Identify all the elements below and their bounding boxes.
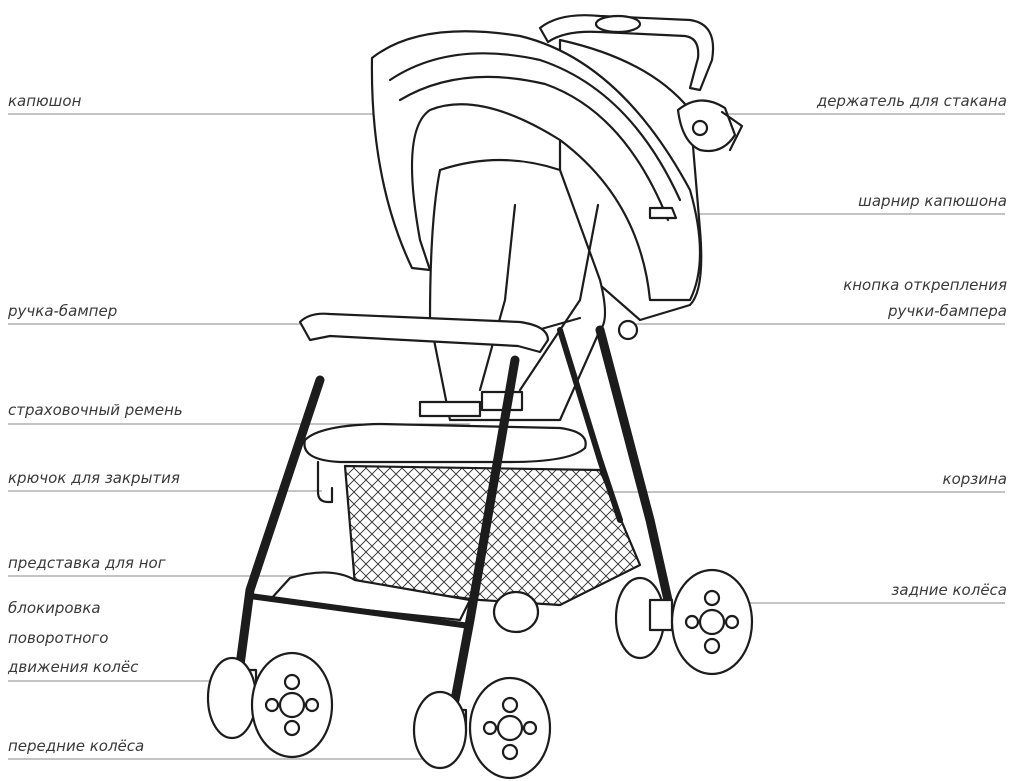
label-folding-hook: крючок для закрытия: [8, 467, 180, 489]
label-cup-holder: держатель для стакана: [817, 90, 1007, 112]
stroller-drawing: [208, 15, 752, 778]
label-bumper: ручка-бампер: [8, 300, 117, 322]
label-safety-belt: страховочный ремень: [8, 399, 183, 421]
label-swivel-lock-line-2: поворотного: [8, 627, 108, 649]
front-wheel-left: [208, 653, 332, 757]
label-front-wheels: передние колёса: [8, 735, 144, 757]
bumper-release-drawing: [619, 321, 637, 339]
label-swivel-lock-line-3: движения колёс: [8, 656, 138, 678]
label-rear-wheels: задние колёса: [891, 579, 1007, 601]
label-bumper-release-line-1: кнопка открепления: [843, 274, 1007, 296]
label-bumper-release-line-2: ручки-бампера: [888, 300, 1007, 322]
label-hood-hinge: шарнир капюшона: [858, 190, 1007, 212]
hook-drawing: [318, 462, 332, 502]
front-wheel-right: [414, 678, 550, 778]
front-leg-left: [238, 380, 320, 680]
seat-tray: [304, 424, 585, 462]
label-hood: капюшон: [8, 90, 81, 112]
label-basket: корзина: [943, 468, 1007, 490]
label-swivel-lock-line-1: блокировка: [8, 597, 101, 619]
handle-grip: [596, 16, 640, 32]
label-footrest: представка для ног: [8, 552, 166, 574]
hood-hinge-drawing: [650, 208, 676, 218]
